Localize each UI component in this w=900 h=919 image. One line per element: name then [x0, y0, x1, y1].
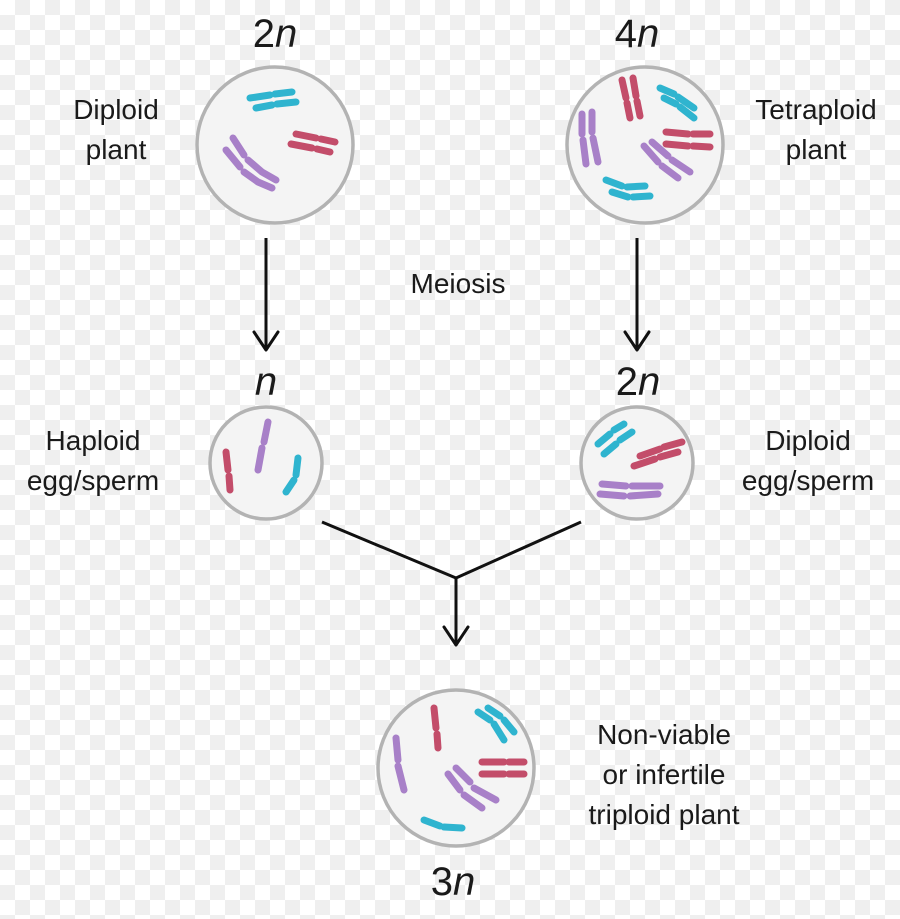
fertilization-line-left: [321, 520, 457, 580]
haploid-gamete-label: Haploid egg/sperm: [26, 425, 160, 496]
triploid-plant-ploidy: 3n: [430, 860, 476, 904]
diploid-plant-ploidy: 2n: [252, 12, 298, 56]
haploid-gamete-cell: [208, 405, 324, 521]
diploid-plant-cell: [195, 65, 355, 225]
arrowhead-bottom: [442, 625, 470, 647]
tetraploid-plant-ploidy: 4n: [614, 12, 660, 56]
tetraploid-plant-label: Tetraploid plant: [755, 94, 877, 165]
tetraploid-plant-cell: [565, 65, 725, 225]
triploid-plant-cell: [376, 688, 536, 848]
arrowhead-left: [252, 330, 280, 352]
triploid-plant-label: Non-viable or infertile triploid plant: [588, 719, 740, 830]
meiosis-label: Meiosis: [410, 268, 506, 299]
haploid-gamete-ploidy: n: [254, 360, 278, 404]
diploid-gamete-cell: [579, 405, 695, 521]
arrows: [252, 238, 651, 647]
fertilization-line-right: [455, 520, 582, 580]
arrowhead-right: [623, 330, 651, 352]
diploid-gamete-label: Diploid egg/sperm: [741, 425, 875, 496]
diploid-plant-label: Diploid plant: [73, 94, 159, 165]
diploid-gamete-ploidy: 2n: [615, 360, 661, 404]
